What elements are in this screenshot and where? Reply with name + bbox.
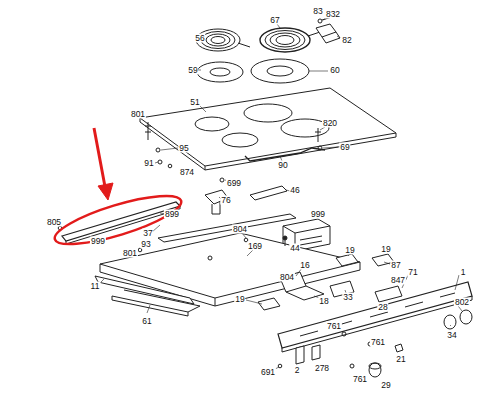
callout-number: 16 — [299, 261, 310, 270]
callout-number: 804 — [279, 273, 295, 282]
surface-coil — [260, 28, 320, 52]
callout-number: 95 — [178, 144, 189, 153]
callout-number: 90 — [277, 161, 288, 170]
callout-number: 28 — [377, 303, 388, 312]
cooktop — [140, 88, 396, 170]
callout-number: 801 — [130, 110, 146, 119]
callout-number: 51 — [189, 98, 200, 107]
callout-number: 71 — [407, 268, 418, 277]
callout-number: 91 — [143, 159, 154, 168]
callout-number: 801 — [122, 249, 138, 258]
drip-pan — [251, 59, 309, 83]
callout-number: 37 — [142, 229, 153, 238]
callout-number: 899 — [164, 210, 180, 219]
callout-number: 832 — [325, 10, 341, 19]
callout-number: 278 — [314, 364, 330, 373]
callout-number: 19 — [234, 295, 245, 304]
burner-box — [95, 233, 360, 316]
drip-pan — [197, 62, 243, 82]
callout-number: 19 — [344, 246, 355, 255]
callout-number: 82 — [341, 36, 352, 45]
callout-number: 999 — [310, 210, 326, 219]
callout-number: 699 — [226, 179, 242, 188]
callout-number: 805 — [46, 218, 62, 227]
callout-number: 804 — [232, 225, 248, 234]
callout-number: 2 — [294, 366, 301, 375]
callout-number: 19 — [380, 245, 391, 254]
callout-number: 874 — [179, 168, 195, 177]
callout-number: 61 — [141, 317, 152, 326]
callout-number: 93 — [140, 240, 151, 249]
callout-number: 44 — [289, 244, 300, 253]
callout-number: 69 — [339, 143, 350, 152]
callout-number: 56 — [194, 34, 205, 43]
highlight — [50, 128, 185, 254]
callout-number: 761 — [370, 338, 386, 347]
callout-number: 761 — [326, 322, 342, 331]
callout-number: 1 — [460, 268, 467, 277]
callout-number: 59 — [187, 66, 198, 75]
callout-number: 33 — [342, 293, 353, 302]
callout-number: 87 — [390, 261, 401, 270]
callout-number: 21 — [395, 355, 406, 364]
callout-number: 691 — [260, 368, 276, 377]
callout-number: 802 — [454, 298, 470, 307]
callout-number: 29 — [380, 381, 391, 390]
control-panel — [278, 282, 472, 352]
callout-number: 46 — [289, 186, 300, 195]
callout-number: 11 — [90, 282, 101, 291]
callout-number: 761 — [352, 375, 368, 384]
callout-number: 83 — [312, 7, 323, 16]
callout-number: 67 — [269, 16, 280, 25]
callout-number: 999 — [90, 237, 106, 246]
callout-number: 60 — [329, 66, 340, 75]
callout-number: 76 — [220, 196, 231, 205]
callout-number: 169 — [247, 242, 263, 251]
callout-number: 18 — [318, 297, 329, 306]
callout-number: 820 — [322, 119, 338, 128]
callout-number: 847 — [390, 276, 406, 285]
callout-number: 34 — [446, 331, 457, 340]
infinite-switch — [258, 254, 394, 310]
